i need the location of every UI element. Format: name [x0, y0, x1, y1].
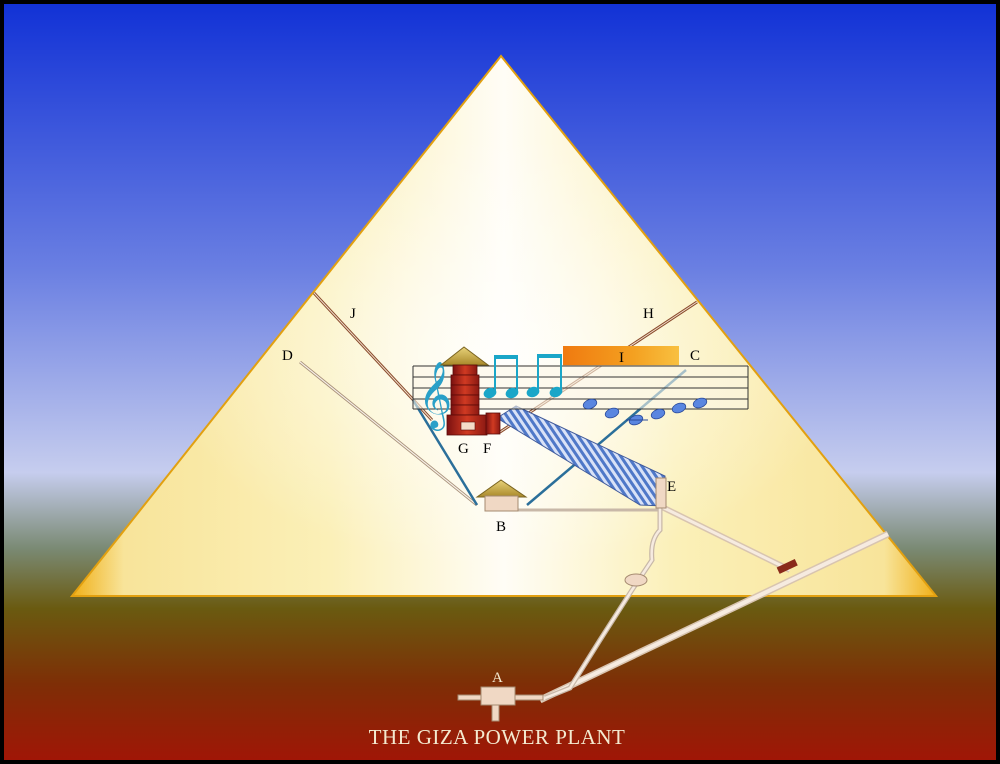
queens-chamber — [475, 479, 528, 512]
label-f: F — [483, 441, 491, 457]
coffer — [460, 421, 476, 431]
label-d: D — [282, 348, 293, 364]
kings-chamber — [439, 346, 490, 436]
label-c: C — [690, 348, 700, 364]
pyramid-glow — [72, 56, 936, 596]
subterranean-chamber — [457, 686, 544, 722]
label-j: J — [350, 306, 356, 322]
label-e: E — [667, 479, 676, 495]
label-i: I — [619, 350, 624, 366]
diagram-title: THE GIZA POWER PLANT — [369, 725, 626, 749]
granite-plugs — [776, 559, 798, 574]
whole-notes — [582, 397, 708, 426]
grotto — [624, 573, 648, 587]
eighth-notes — [483, 354, 563, 399]
shaft-blue-left — [411, 399, 479, 506]
acoustic-bar — [563, 346, 679, 366]
label-a: A — [492, 670, 503, 686]
label-b: B — [496, 519, 506, 535]
label-g: G — [458, 441, 469, 457]
pyramid-outline — [69, 54, 939, 597]
gallery-end — [655, 477, 667, 509]
passages — [505, 500, 890, 704]
treble-clef-icon: 𝄞 — [418, 360, 452, 431]
label-h: H — [643, 306, 654, 322]
antechamber — [485, 412, 501, 435]
